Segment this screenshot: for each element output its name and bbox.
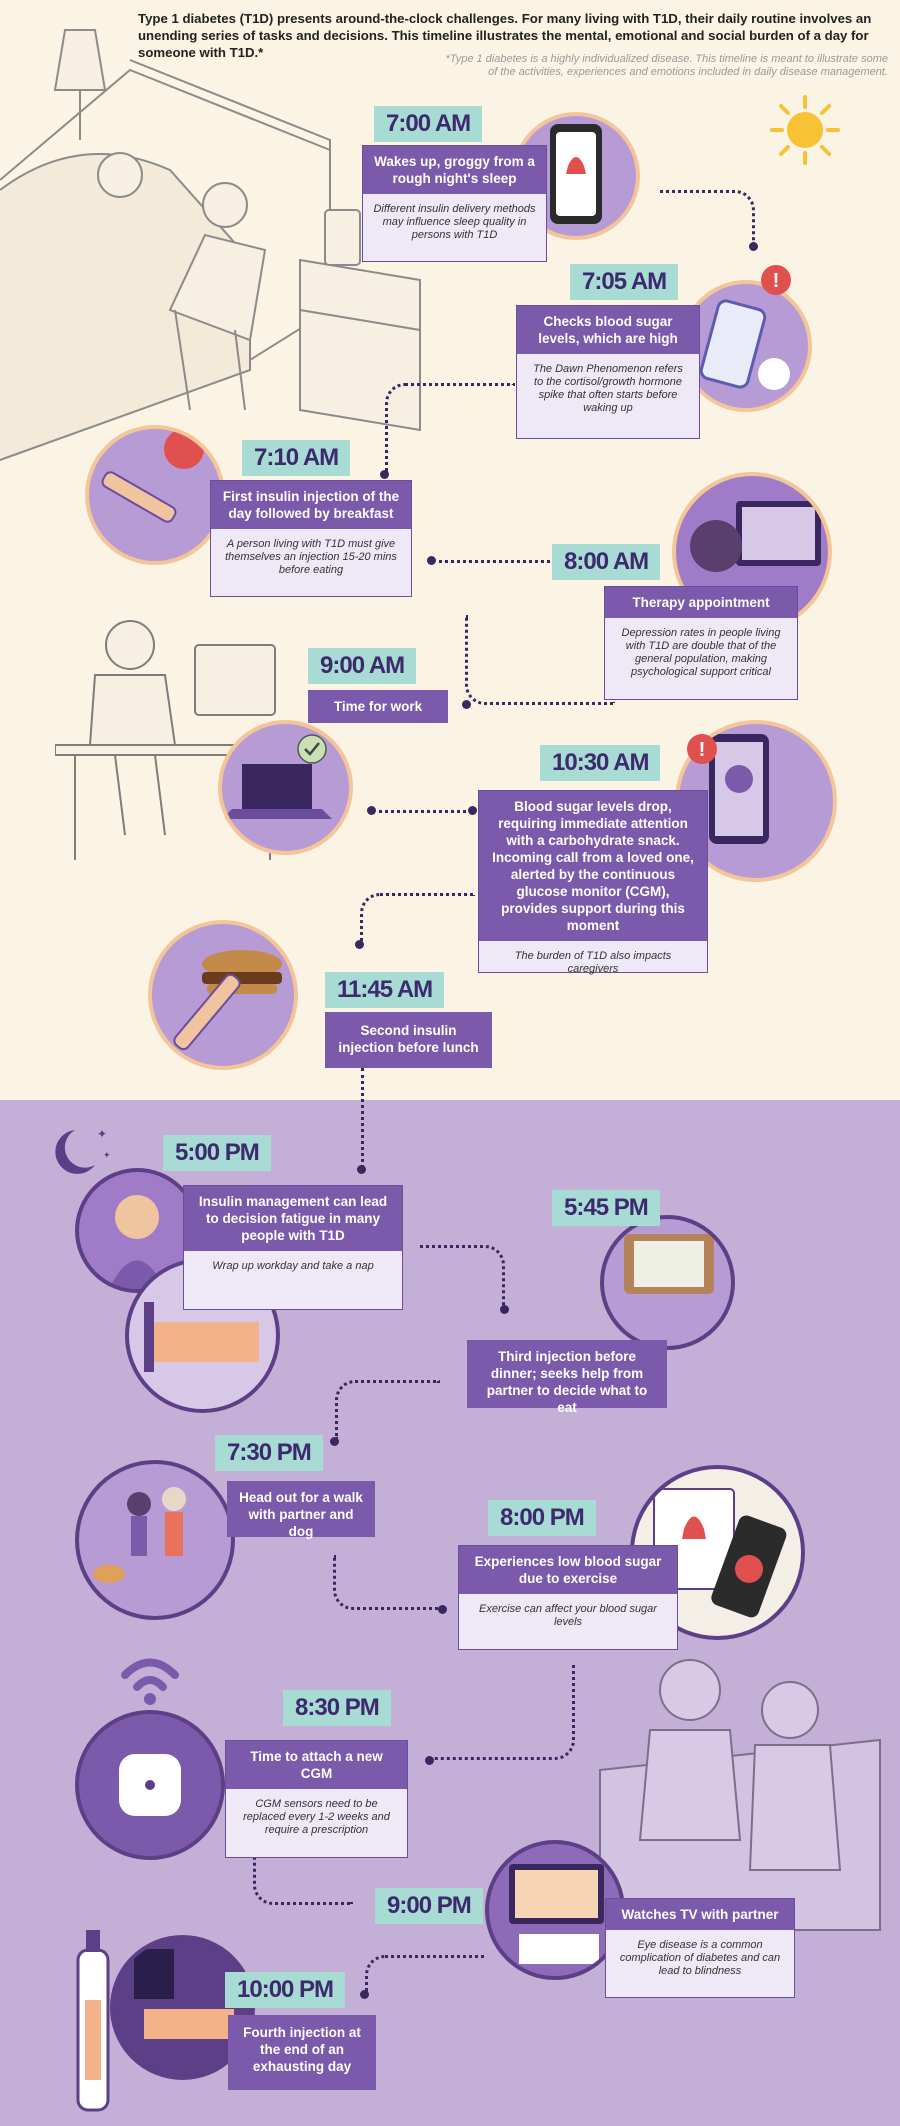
time-label: 5:00 PM xyxy=(163,1135,271,1171)
alert-icon: ! xyxy=(687,734,717,764)
bed-illustration xyxy=(0,29,421,461)
event-card: First insulin injection of the day follo… xyxy=(210,480,412,597)
connector xyxy=(430,1665,575,1760)
time-label: 11:45 AM xyxy=(325,972,445,1008)
event-title: Blood sugar levels drop, requiring immed… xyxy=(479,791,707,941)
connector xyxy=(385,383,515,473)
event-title: Time to attach a new CGM xyxy=(226,1741,407,1789)
burger-insulin-pen-icon xyxy=(148,920,298,1070)
time-label: 9:00 PM xyxy=(375,1888,483,1924)
cutting-board-icon xyxy=(600,1215,735,1350)
connector xyxy=(420,1245,505,1310)
time-label: 5:45 PM xyxy=(552,1190,660,1226)
event-title: Second insulin injection before lunch xyxy=(325,1012,492,1068)
moon-stars-icon: ✦✦ xyxy=(55,1127,111,1174)
time-label: 7:10 AM xyxy=(242,440,351,476)
couple-couch-illustration xyxy=(599,1659,881,1931)
connector-end xyxy=(330,1437,339,1446)
time-label: 8:30 PM xyxy=(283,1690,391,1726)
connector xyxy=(333,1555,443,1610)
connector-end xyxy=(462,700,471,709)
event-title: Watches TV with partner xyxy=(606,1899,794,1930)
event-title: Fourth injection at the end of an exhaus… xyxy=(228,2015,376,2090)
cgm-sensor-icon xyxy=(75,1710,225,1860)
event-detail: The Dawn Phenomenon refers to the cortis… xyxy=(533,363,683,414)
event-title: Time for work xyxy=(308,690,448,723)
laptop-checkmark-icon xyxy=(218,720,353,855)
event-detail: Wrap up workday and take a nap xyxy=(212,1260,374,1272)
connector xyxy=(432,560,557,563)
tv-icon xyxy=(485,1840,625,1980)
event-title: Third injection before dinner; seeks hel… xyxy=(467,1340,667,1415)
event-card: Insulin management can lead to decision … xyxy=(183,1185,403,1310)
connector-end xyxy=(500,1305,509,1314)
connector-end xyxy=(367,806,376,815)
connector-end xyxy=(468,806,477,815)
event-detail: Depression rates in people living with T… xyxy=(621,627,781,678)
walk-dog-icon xyxy=(75,1460,235,1620)
event-detail: Exercise can affect your blood sugar lev… xyxy=(479,1603,657,1628)
disclaimer-text: *Type 1 diabetes is a highly individuali… xyxy=(445,53,888,78)
event-card: Checks blood sugar levels, which are hig… xyxy=(516,305,700,439)
svg-text:!: ! xyxy=(773,270,780,292)
event-detail: The burden of T1D also impacts caregiver… xyxy=(514,950,672,975)
connector-end xyxy=(360,1990,369,1999)
event-title: First insulin injection of the day follo… xyxy=(211,481,411,529)
connector-end xyxy=(425,1756,434,1765)
insulin-pen-icon xyxy=(76,1930,110,2112)
event-card: Therapy appointment Depression rates in … xyxy=(604,586,798,700)
svg-text:✦: ✦ xyxy=(97,1127,107,1141)
connector-end xyxy=(438,1605,447,1614)
time-label: 8:00 AM xyxy=(552,544,661,580)
time-label: 10:30 AM xyxy=(540,745,661,781)
connector xyxy=(361,1068,364,1168)
time-label: 7:00 AM xyxy=(374,106,483,142)
connector-end xyxy=(749,242,758,251)
time-label: 7:30 PM xyxy=(215,1435,323,1471)
event-title: Therapy appointment xyxy=(605,587,797,618)
time-label: 7:05 AM xyxy=(570,264,679,300)
event-title: Wakes up, groggy from a rough night's sl… xyxy=(363,146,546,194)
event-title: Experiences low blood sugar due to exerc… xyxy=(459,1546,677,1594)
connector-end xyxy=(427,556,436,565)
event-card: Wakes up, groggy from a rough night's sl… xyxy=(362,145,547,262)
connector xyxy=(365,1955,485,1993)
connector xyxy=(465,615,615,705)
svg-text:✦: ✦ xyxy=(103,1150,111,1160)
cgm-phone-icon xyxy=(680,280,812,412)
time-label: 10:00 PM xyxy=(225,1972,346,2008)
event-title: Checks blood sugar levels, which are hig… xyxy=(517,306,699,354)
event-card: Time to attach a new CGM CGM sensors nee… xyxy=(225,1740,408,1858)
event-title: Head out for a walk with partner and dog xyxy=(227,1481,375,1539)
connector xyxy=(660,190,755,245)
time-label: 8:00 PM xyxy=(488,1500,596,1536)
event-card: Experiences low blood sugar due to exerc… xyxy=(458,1545,678,1650)
svg-text:!: ! xyxy=(699,739,706,761)
intro-text: Type 1 diabetes (T1D) presents around-th… xyxy=(138,11,872,60)
connector xyxy=(372,810,472,813)
event-card: Blood sugar levels drop, requiring immed… xyxy=(478,790,708,975)
alert-icon: ! xyxy=(761,265,791,295)
connector-end xyxy=(357,1165,366,1174)
connector-end xyxy=(355,940,364,949)
event-card: Watches TV with partner Eye disease is a… xyxy=(605,1898,795,1998)
event-detail: CGM sensors need to be replaced every 1-… xyxy=(243,1798,390,1836)
event-detail: Different insulin delivery methods may i… xyxy=(373,203,536,241)
event-detail: Eye disease is a common complication of … xyxy=(619,1939,781,1977)
connector xyxy=(360,893,475,948)
connector-end xyxy=(380,470,389,479)
event-detail: A person living with T1D must give thems… xyxy=(225,538,397,576)
sun-icon xyxy=(770,95,840,165)
time-label: 9:00 AM xyxy=(308,648,417,684)
cgm-signal-icon xyxy=(121,1658,179,1705)
connector xyxy=(335,1380,440,1440)
event-title: Insulin management can lead to decision … xyxy=(184,1186,402,1251)
apple-insulin-pen-icon xyxy=(85,425,225,565)
